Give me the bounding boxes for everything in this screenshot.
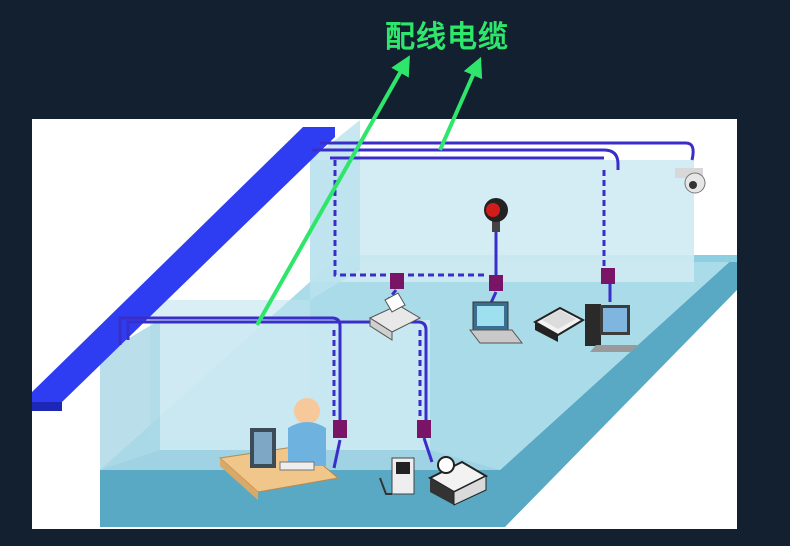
- phone-icon: [379, 457, 415, 495]
- printer-icon: [368, 292, 422, 341]
- desktop-pc-icon: [585, 304, 640, 352]
- outlet-user: [333, 420, 347, 438]
- outlet-pc: [601, 268, 615, 284]
- fax-icon: [427, 456, 489, 506]
- arrow-to-back-cable: [438, 56, 483, 151]
- arrow-to-front-cable: [255, 55, 410, 326]
- scanner-icon: [532, 306, 586, 342]
- outlets: [333, 268, 615, 438]
- dashed-cables: [332, 160, 606, 420]
- camera-icon: [675, 168, 706, 194]
- siren-icon: [484, 198, 508, 232]
- laptop-icon: [468, 301, 524, 344]
- horizontal-cables: [118, 141, 695, 469]
- outlet-phone: [417, 420, 431, 438]
- label-arrows: [255, 55, 483, 326]
- diagram-title: 配线电缆: [385, 20, 509, 55]
- outlet-printer: [390, 273, 404, 289]
- backbone-cable-tray: [32, 127, 335, 411]
- user-at-desk-icon: [218, 398, 340, 500]
- outlet-laptop: [489, 275, 503, 291]
